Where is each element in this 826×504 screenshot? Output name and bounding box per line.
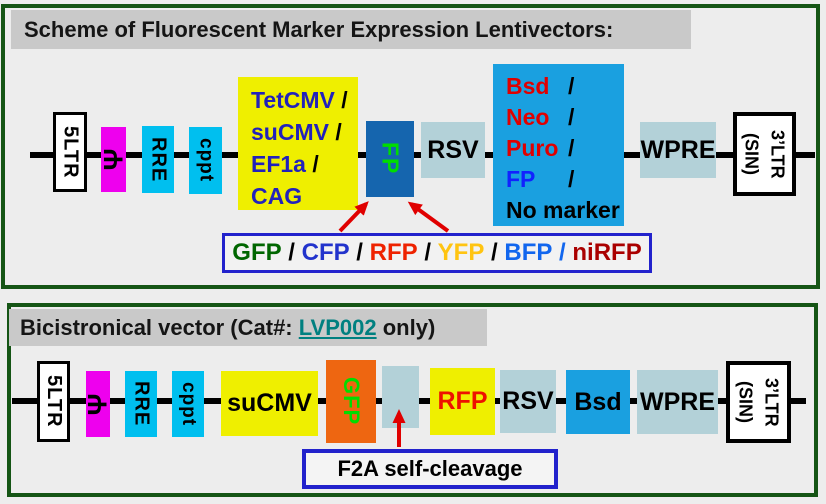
wpre-box-bottom: WPRE: [637, 370, 718, 434]
psi-packaging-box-top: Ψ: [97, 127, 128, 192]
wpre-box-top: WPRE: [640, 122, 716, 178]
bsd-label: Bsd: [574, 387, 622, 416]
fluorophore-option: RFP: [369, 239, 418, 266]
panel1-title-bar: Scheme of Fluorescent Marker Expression …: [11, 10, 691, 49]
fluorophore-separator: /: [484, 239, 505, 266]
f2a-self-cleavage-callout: F2A self-cleavage: [302, 449, 558, 489]
3ltr-sin-box-bottom: 3’LTR (SIN): [726, 361, 791, 443]
promoter-option: TetCMV /: [251, 87, 348, 113]
rfp-label: RFP: [437, 387, 488, 415]
5ltr-label: 5LTR: [43, 375, 65, 428]
fluorophore-separator: /: [552, 239, 573, 266]
3ltr-sin-label: 3’LTR (SIN): [735, 377, 782, 427]
5ltr-label: 5LTR: [59, 125, 82, 179]
fluorophore-option: BFP: [504, 239, 553, 266]
selection-marker-options-box: Bsd/Neo/Puro/FP/No marker: [493, 64, 624, 226]
psi-packaging-box-bottom: Ψ: [82, 371, 112, 437]
fluorophore-option: GFP: [232, 239, 282, 266]
psi-label: Ψ: [97, 148, 128, 171]
wpre-label: WPRE: [640, 387, 715, 416]
sucmv-label: suCMV: [227, 389, 312, 417]
sucmv-promoter-box: suCMV: [221, 371, 318, 436]
fp-box: FP: [366, 121, 414, 197]
gfp-label: GFP: [339, 377, 364, 426]
cppt-label: cppt: [178, 381, 199, 427]
5ltr-box-top: 5LTR: [53, 112, 87, 192]
bsd-box: Bsd: [566, 370, 630, 434]
fp-label: FP: [377, 142, 404, 176]
selection-marker-option: No marker: [506, 197, 620, 223]
selection-marker-option: Neo/: [506, 104, 575, 130]
fluorophore-separator: /: [349, 239, 370, 266]
fluorophore-legend-box: GFP / CFP / RFP / YFP / BFP / niRFP: [222, 233, 652, 273]
rre-label: RRE: [147, 136, 170, 183]
f2a-callout-label: F2A self-cleavage: [337, 456, 523, 481]
lvp002-link[interactable]: LVP002: [298, 315, 377, 340]
fluorophore-option: niRFP: [572, 239, 642, 266]
5ltr-box-bottom: 5LTR: [37, 361, 70, 442]
3ltr-sin-label: 3’LTR (SIN): [741, 129, 788, 179]
cppt-label: cppt: [195, 138, 217, 183]
promoter-option: suCMV /: [251, 119, 342, 145]
panel2-title-bar: Bicistronical vector (Cat#: LVP002 only): [9, 309, 487, 346]
selection-marker-option: FP/: [506, 166, 575, 192]
wpre-label: WPRE: [640, 135, 716, 164]
cppt-box-top: cppt: [189, 127, 222, 194]
promoter-option: EF1a /: [251, 151, 319, 177]
panel1-title: Scheme of Fluorescent Marker Expression …: [24, 17, 614, 42]
rsv-box-top: RSV: [421, 122, 485, 178]
rre-box-bottom: RRE: [125, 371, 157, 437]
fluorophore-separator: /: [281, 239, 302, 266]
rre-box-top: RRE: [142, 126, 174, 193]
rsv-label: RSV: [427, 135, 479, 164]
promoter-option: CAG: [251, 183, 303, 209]
rfp-box: RFP: [430, 368, 495, 435]
fluorophore-option: YFP: [437, 239, 485, 266]
selection-marker-option: Puro/: [506, 135, 575, 161]
psi-label: Ψ: [82, 393, 113, 415]
promoter-options-box: TetCMV / suCMV / EF1a / CAG: [238, 77, 358, 210]
rre-label: RRE: [130, 381, 153, 427]
f2a-linker-box: [382, 366, 419, 428]
fluorophore-separator: /: [417, 239, 438, 266]
cppt-box-bottom: cppt: [172, 371, 204, 437]
fluorophore-option: CFP: [301, 239, 350, 266]
selection-marker-option: Bsd/: [506, 73, 575, 99]
panel2-title-post: only): [376, 315, 436, 340]
rsv-label: RSV: [502, 387, 554, 415]
rsv-box-bottom: RSV: [500, 370, 556, 433]
panel2-title-pre: Bicistronical vector (Cat#:: [20, 315, 299, 340]
gfp-box: GFP: [326, 360, 376, 443]
3ltr-sin-box-top: 3’LTR (SIN): [733, 112, 796, 196]
